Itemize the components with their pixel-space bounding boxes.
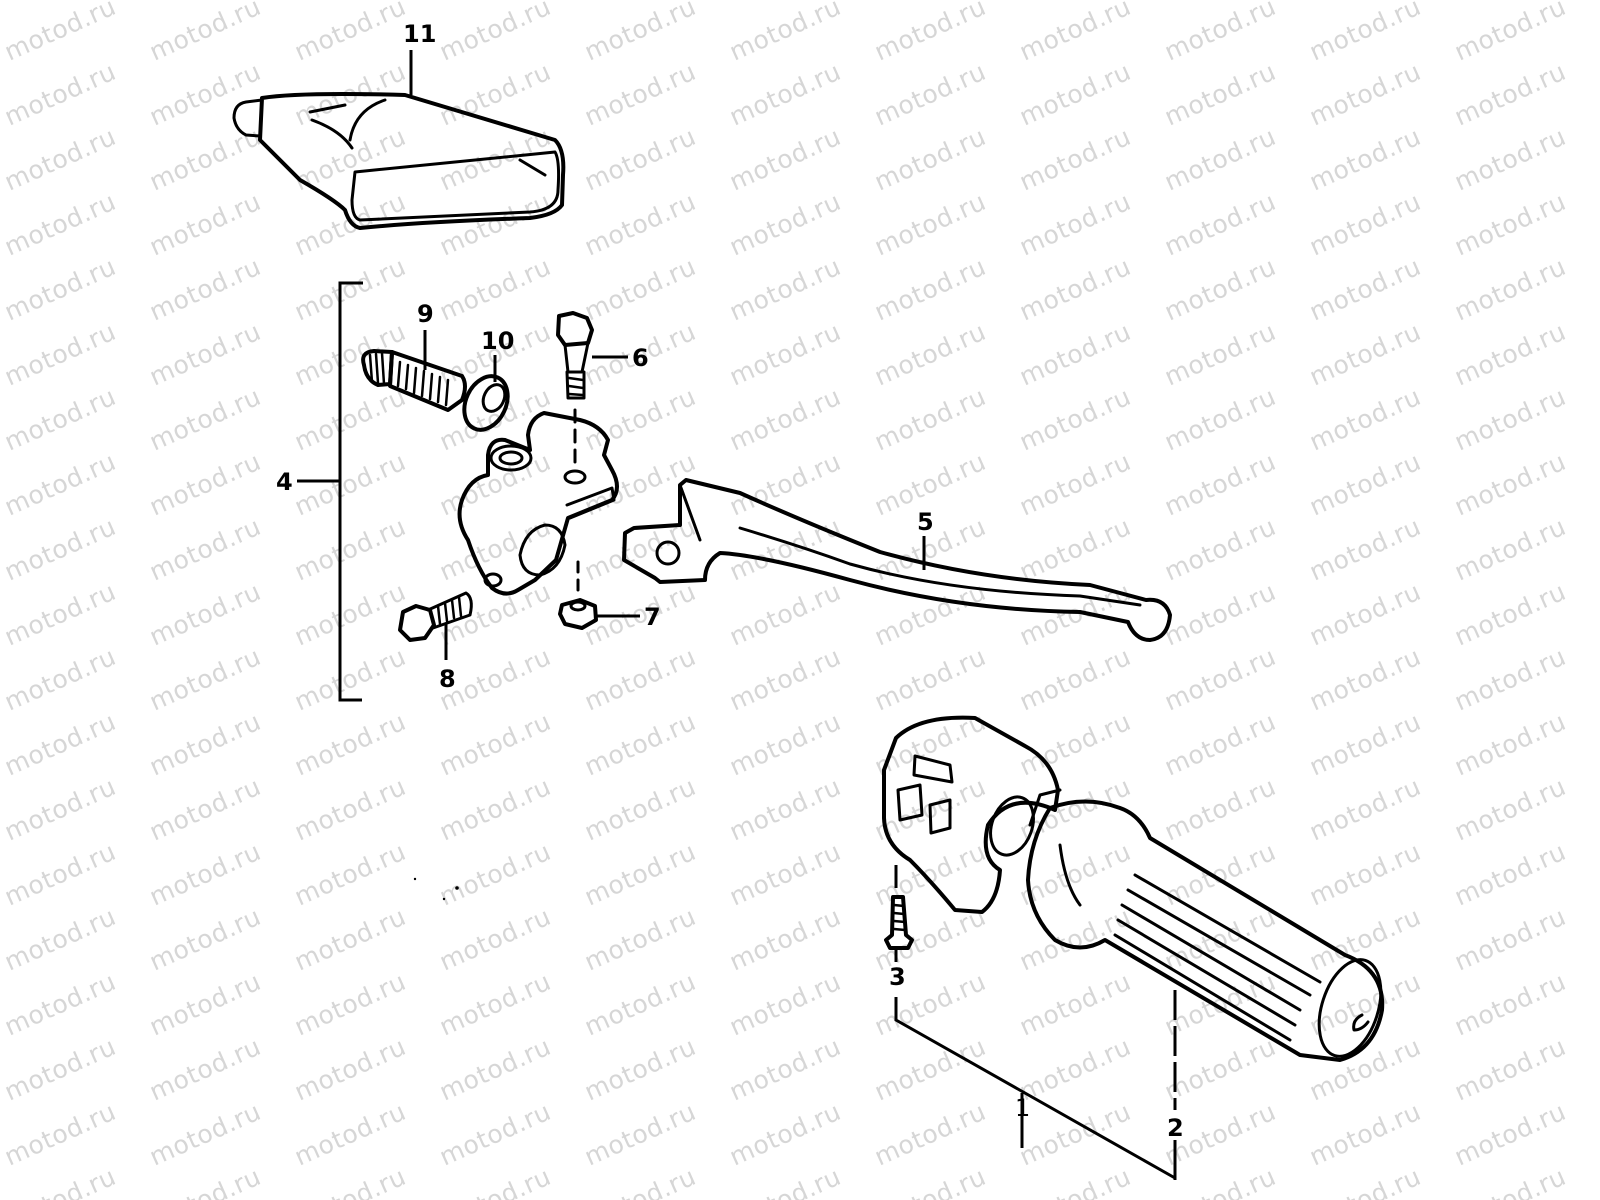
lever-holder-body-drawing[interactable] xyxy=(457,411,619,596)
adjuster-locknut-drawing[interactable] xyxy=(456,369,516,437)
cable-adjuster-drawing[interactable] xyxy=(361,349,467,412)
callout-9: 9 xyxy=(417,300,434,328)
holder-bolt-drawing[interactable] xyxy=(398,591,473,642)
callout-11: 11 xyxy=(403,20,437,48)
callout-2: 2 xyxy=(1167,1114,1184,1142)
clutch-lever-drawing[interactable] xyxy=(622,478,1172,642)
callout-3: 3 xyxy=(889,963,906,991)
callout-6: 6 xyxy=(632,344,649,372)
stray-dot xyxy=(455,886,459,890)
switch-housing-drawing[interactable] xyxy=(882,715,1060,914)
stray-dot xyxy=(442,897,446,901)
handlebar-grip-drawing[interactable] xyxy=(1026,788,1392,1064)
stray-dot xyxy=(413,877,417,881)
callout-7: 7 xyxy=(644,603,661,631)
callout-10: 10 xyxy=(481,327,515,355)
switch-screw-drawing[interactable] xyxy=(884,895,914,950)
lever-boot-cover-drawing[interactable] xyxy=(232,92,566,230)
group-bracket-1 xyxy=(894,997,1176,1180)
pivot-nut-drawing[interactable] xyxy=(558,598,598,630)
callout-4: 4 xyxy=(276,468,293,496)
callout-8: 8 xyxy=(439,665,456,693)
callout-1: 1 xyxy=(1015,1094,1031,1122)
callout-5: 5 xyxy=(917,508,934,536)
group-bracket-4 xyxy=(338,281,363,702)
pivot-bolt-drawing[interactable] xyxy=(556,311,594,400)
